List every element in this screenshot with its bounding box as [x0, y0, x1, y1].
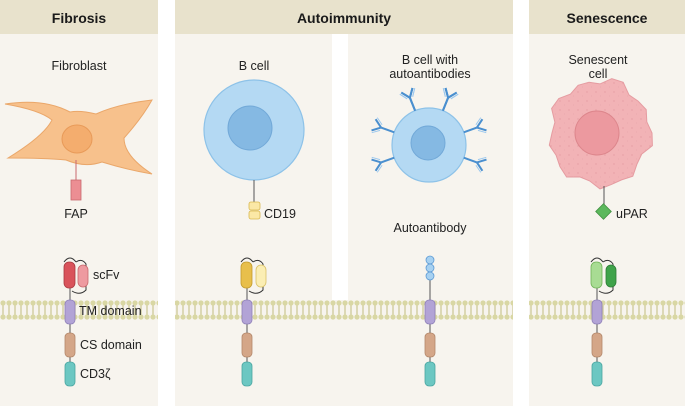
- bcell-label: B cell: [239, 59, 270, 73]
- cd3z-fibrosis: [64, 361, 76, 387]
- autoimmunity-title: Autoimmunity: [297, 10, 391, 26]
- fibroblast-label: Fibroblast: [52, 59, 107, 73]
- car-bcell: [240, 257, 267, 387]
- bcell-auto-nucleus: [410, 125, 446, 161]
- scfv-senescence-light: [605, 264, 617, 288]
- antigen-domain-3: [425, 271, 435, 281]
- autoimmunity-divider: [332, 34, 348, 300]
- tm-domain-caar: [424, 299, 436, 325]
- scfv-fibrosis-light: [77, 264, 89, 288]
- senescent-nucleus: [574, 110, 620, 156]
- fap-label: FAP: [64, 207, 88, 221]
- fibrosis-title: Fibrosis: [52, 10, 107, 26]
- cd19-antigen: [248, 201, 261, 220]
- car-fibrosis: [63, 257, 89, 387]
- senescent-label-line2: cell: [589, 67, 608, 81]
- autoantibody: [463, 117, 487, 134]
- senescence-header: [529, 0, 685, 34]
- cd3z-senescence: [591, 361, 603, 387]
- cd3z-label: CD3ζ: [80, 367, 111, 381]
- scfv-senescence-heavy: [590, 261, 603, 289]
- senescence-title: Senescence: [567, 10, 648, 26]
- upar-antigen: [595, 203, 612, 220]
- autoantibodies: [371, 87, 487, 173]
- cd19-label: CD19: [264, 207, 296, 221]
- senescent-label-line1: Senescent: [568, 53, 628, 67]
- autoantibody: [463, 156, 487, 173]
- bcell-auto-label-line1: B cell with: [402, 53, 458, 67]
- scfv-bcell-heavy: [240, 261, 253, 289]
- tm-domain-label: TM domain: [79, 304, 142, 318]
- scfv-label: scFv: [93, 268, 120, 282]
- antigen-domain-1: [425, 255, 435, 265]
- car-autoantibody: [424, 255, 436, 387]
- fibroblast-nucleus: [61, 124, 93, 154]
- autoantibody: [371, 117, 395, 134]
- senescence-panel: [529, 0, 685, 406]
- antigen-domain-2: [425, 263, 435, 273]
- fibrosis-header: [0, 0, 158, 34]
- tm-domain-fibrosis: [64, 299, 76, 325]
- bcell-auto-label-line2: autoantibodies: [389, 67, 470, 81]
- cd3z-bcell: [241, 361, 253, 387]
- autoantibody: [399, 87, 417, 112]
- fap-antigen: [70, 179, 82, 201]
- autoantibody: [371, 156, 395, 173]
- cs-domain-fibrosis: [64, 332, 76, 358]
- cs-domain-bcell: [241, 332, 253, 358]
- cs-domain-label: CS domain: [80, 338, 142, 352]
- autoantibody: [441, 87, 459, 112]
- membrane-autoimmunity: [175, 300, 513, 320]
- membrane-senescence: [529, 300, 685, 320]
- tm-domain-bcell: [241, 299, 253, 325]
- car-senescence: [590, 257, 617, 387]
- cs-domain-senescence: [591, 332, 603, 358]
- fibrosis-panel: [0, 0, 158, 406]
- autoimmunity-header: [175, 0, 513, 34]
- cs-domain-caar: [424, 332, 436, 358]
- autoantibody-label: Autoantibody: [394, 221, 468, 235]
- upar-label: uPAR: [616, 207, 648, 221]
- scfv-fibrosis-heavy: [63, 261, 76, 289]
- scfv-bcell-light: [255, 264, 267, 288]
- cd3z-caar: [424, 361, 436, 387]
- tm-domain-senescence: [591, 299, 603, 325]
- bcell-nucleus: [227, 105, 273, 151]
- membrane-fibrosis: [0, 300, 158, 320]
